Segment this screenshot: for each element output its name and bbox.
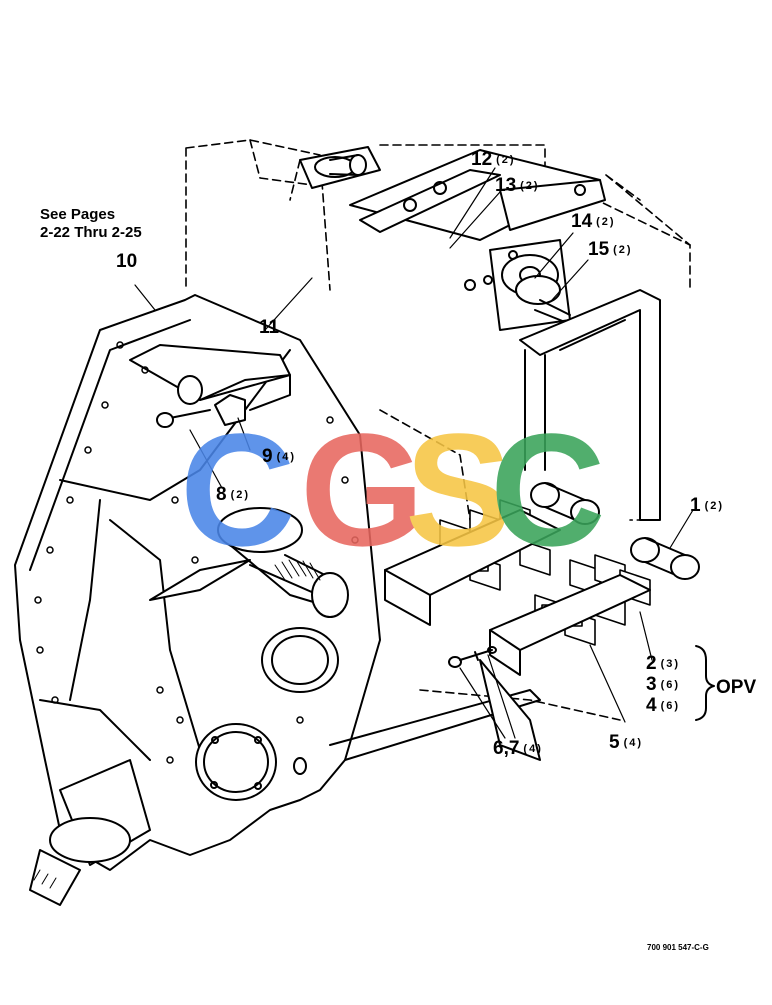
upper-bracket — [299, 146, 381, 189]
part-number: 13 — [495, 175, 517, 196]
part-number: 1 — [690, 495, 701, 516]
rollers — [530, 482, 700, 580]
quantity: (2) — [230, 489, 251, 501]
callout-14: 14(2) — [571, 212, 616, 231]
watermark-letter: G — [300, 400, 424, 579]
reference-note-line1: See Pages — [40, 206, 116, 223]
callout-6-7: 6,7(4) — [493, 739, 543, 758]
quantity: (2) — [520, 180, 540, 192]
watermark-letter: C — [180, 400, 296, 579]
callout-11: 11 — [259, 318, 279, 337]
opv-group-label: OPV — [716, 677, 757, 698]
part-number: 4 — [646, 695, 657, 716]
callout-1: 1(2) — [690, 496, 724, 515]
quantity: (2) — [613, 244, 633, 256]
part-number: 9 — [262, 446, 273, 467]
part-number: 14 — [571, 211, 593, 232]
quantity: (2) — [496, 154, 516, 166]
rails — [384, 509, 651, 761]
callout-9: 9(4) — [262, 447, 296, 466]
callout-5: 5(4) — [609, 733, 643, 752]
part-number: 3 — [646, 674, 657, 695]
quantity: (4) — [523, 743, 543, 755]
part-number: 10 — [116, 251, 138, 272]
part-number: 8 — [216, 484, 227, 505]
watermark-letter: S — [405, 400, 512, 579]
output-shaft — [149, 507, 349, 618]
center-linkage — [349, 149, 606, 291]
mounting-holes — [34, 341, 359, 764]
callout-15: 15(2) — [588, 240, 633, 259]
callout-3: 3(6) — [646, 675, 680, 694]
part-number: 6,7 — [493, 738, 520, 759]
callout-8: 8(2) — [216, 485, 250, 504]
part-number: 5 — [609, 732, 620, 753]
lower-ports — [195, 627, 541, 801]
top-arm — [129, 344, 291, 428]
callout-4: 4(6) — [646, 696, 680, 715]
quantity: (6) — [660, 679, 681, 691]
callout-13: 13(2) — [495, 176, 540, 195]
leader-lines — [134, 167, 694, 739]
callout-2: 2(3) — [646, 654, 680, 673]
reference-note: See Pages 2-22 Thru 2-25 — [40, 207, 142, 240]
quantity: (3) — [660, 658, 681, 670]
bolt-6-7 — [448, 646, 497, 668]
quantity: (2) — [596, 216, 616, 228]
part-number: 11 — [259, 317, 280, 338]
part-number: 12 — [471, 149, 493, 170]
quantity: (2) — [704, 500, 725, 512]
watermark-letter: C — [490, 400, 606, 579]
right-bracket — [489, 239, 571, 331]
opv-brace — [695, 645, 715, 721]
side-channel — [519, 289, 661, 521]
part-number: 2 — [646, 653, 657, 674]
input-shaft — [29, 759, 151, 906]
reference-note-line2: 2-22 Thru 2-25 — [40, 224, 142, 241]
quantity: (6) — [660, 700, 681, 712]
quantity: (4) — [623, 737, 644, 749]
callout-12: 12(2) — [471, 150, 516, 169]
part-number: 15 — [588, 239, 610, 260]
callout-10: 10 — [116, 252, 137, 271]
quantity: (4) — [276, 451, 297, 463]
figure-id: 700 901 547-C-G — [647, 943, 709, 952]
